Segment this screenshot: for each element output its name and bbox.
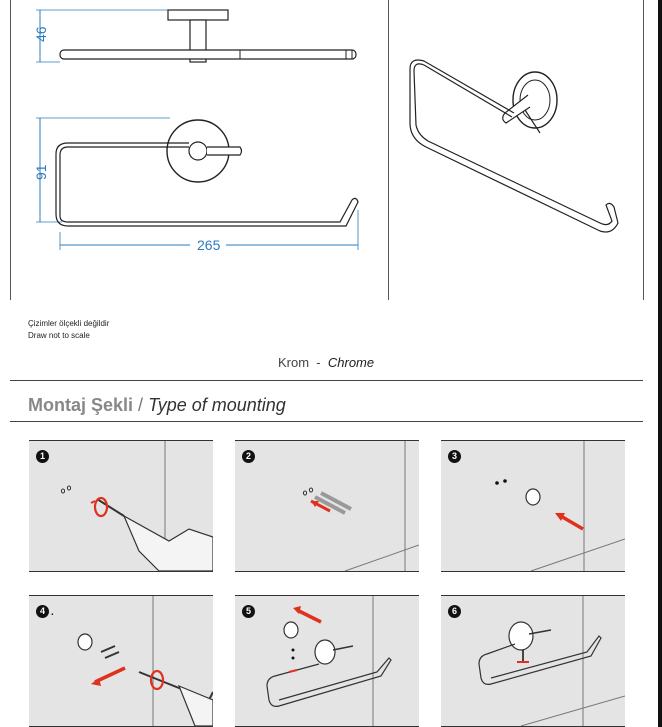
- step-number-3: 3: [448, 450, 461, 463]
- finish-label: Krom - Chrome: [278, 355, 374, 370]
- finish-en: Chrome: [327, 355, 375, 370]
- fix-holder-icon: [478, 596, 625, 726]
- step-number-2: 2: [242, 450, 255, 463]
- frame-left-line: [10, 0, 11, 300]
- mounting-title-tr: Montaj Şekli: [28, 395, 134, 415]
- step-number-4: 4: [36, 605, 49, 618]
- place-base-icon: [495, 441, 625, 571]
- scale-note-en: Draw not to scale: [28, 331, 90, 340]
- section-divider-top: [10, 380, 643, 381]
- dim-height-label: 46: [33, 26, 49, 42]
- perspective-drawing: [409, 59, 619, 233]
- mounting-title-en: Type of mounting: [148, 395, 286, 415]
- section-divider-bottom: [10, 421, 643, 422]
- step-panel-4: 4 .: [29, 595, 213, 727]
- dim-depth-label: 91: [33, 164, 49, 180]
- step-number-4-suffix: .: [51, 607, 54, 618]
- dim-width-label: 265: [197, 237, 221, 253]
- step-number-1: 1: [36, 450, 49, 463]
- page-edge: [658, 0, 662, 727]
- step-panel-6: 6: [441, 595, 625, 727]
- step-panel-2: 2: [235, 440, 419, 572]
- screw-base-icon: [77, 596, 213, 726]
- scale-note: Çizimler ölçekli değildir Draw not to sc…: [28, 318, 109, 342]
- step-number-5: 5: [242, 605, 255, 618]
- step-panel-3: 3: [441, 440, 625, 572]
- mounting-title-slash: /: [138, 395, 144, 415]
- insert-dowels-icon: [302, 441, 419, 571]
- technical-drawing: 46 91 265: [33, 9, 359, 253]
- scale-note-tr: Çizimler ölçekli değildir: [28, 319, 110, 328]
- step-number-6: 6: [448, 605, 461, 618]
- mounting-title: Montaj Şekli / Type of mounting: [28, 395, 286, 416]
- finish-tr: Krom: [278, 355, 310, 370]
- finish-separator: -: [316, 355, 321, 370]
- step-panel-1: 1: [29, 440, 213, 572]
- step-panel-5: 5: [235, 595, 419, 727]
- frame-mid-line: [388, 0, 389, 300]
- frame-right-line: [643, 0, 644, 300]
- drill-wall-icon: [60, 441, 213, 571]
- attach-holder-icon: [266, 596, 392, 726]
